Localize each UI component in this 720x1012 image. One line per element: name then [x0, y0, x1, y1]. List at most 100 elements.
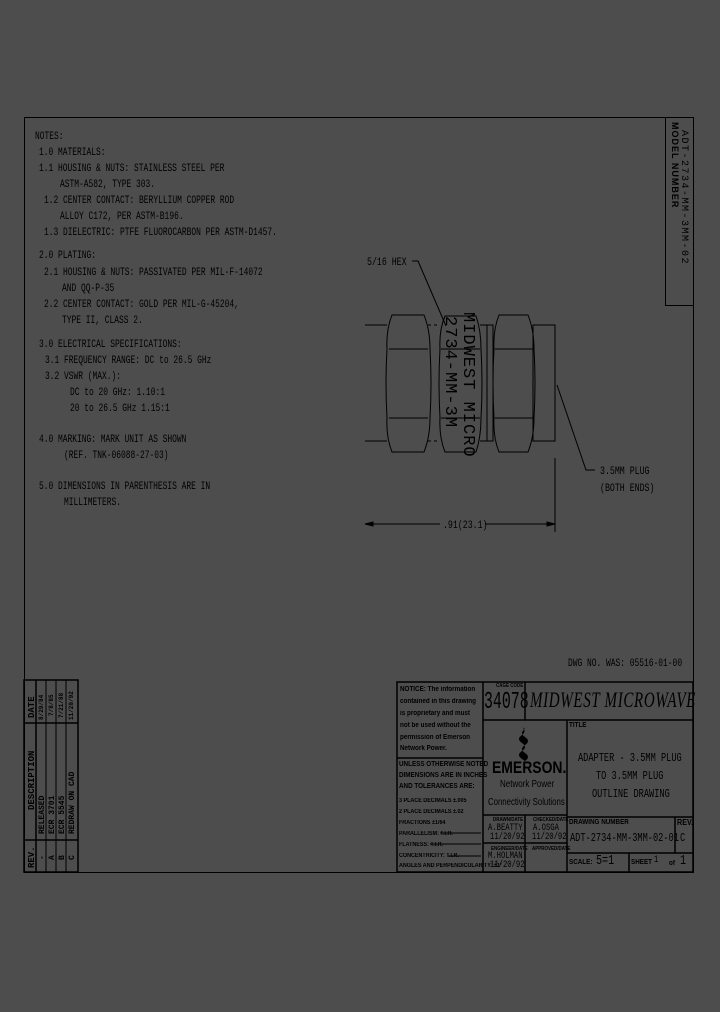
sheet-of-label: of	[669, 860, 675, 867]
logo-subtitle-network-power: Network Power	[500, 779, 555, 790]
title-line: ADAPTER - 3.5MM PLUG	[578, 751, 682, 765]
tolerance-line: 3 PLACE DECIMALS ±.005	[399, 798, 467, 804]
length-dimension: .91(23.1)	[443, 519, 488, 531]
note-line: MILLIMETERS.	[64, 497, 122, 509]
drawn-by: A.BEATTY	[488, 823, 523, 834]
sheet-label: SHEET	[631, 859, 653, 866]
rev-header: REV.	[27, 846, 37, 868]
note-line: 1.3 DIELECTRIC: PTFE FLUOROCARBON PER AS…	[44, 227, 277, 239]
cage-code: 34078	[484, 689, 529, 716]
scale-value: 5=1	[596, 853, 615, 869]
sheet-total: 1	[680, 853, 687, 869]
drawn-date: 11/20/92	[490, 832, 525, 843]
right-body	[532, 324, 556, 442]
note-line: (REF. TNK-06088-27-03)	[64, 450, 169, 462]
tolerance-line: FRACTIONS ±1/64	[399, 820, 446, 826]
dwg-previous-number: DWG NO. WAS: 05516-01-00	[568, 658, 683, 670]
revision-block	[23, 679, 79, 873]
sheet-value: 1	[654, 855, 659, 866]
marking-line-1: MIDWEST MICRO	[458, 312, 477, 458]
emerson-logo-text: EMERSON.	[492, 758, 567, 777]
description-cell: REDRAW ON CAD	[68, 771, 77, 834]
rev-value: C	[680, 831, 686, 845]
scale-label: SCALE:	[569, 859, 593, 866]
checked-by: A.OSGA	[533, 823, 559, 834]
note-line: 1.1 HOUSING & NUTS: STAINLESS STEEL PER	[39, 163, 225, 175]
note-line: 1.2 CENTER CONTACT: BERYLLIUM COPPER ROD	[44, 195, 235, 207]
note-line: ALLOY C172, PER ASTM-B196.	[60, 211, 184, 223]
notice-line: contained in this drawing	[400, 698, 476, 705]
notice-line: is proprietary and must	[400, 710, 471, 717]
logo-subtitle-connectivity: Connectivity Solutions	[488, 797, 565, 808]
note-line: 1.0 MATERIALS:	[39, 147, 106, 159]
note-line: 3.0 ELECTRICAL SPECIFICATIONS:	[39, 339, 182, 351]
note-line: 2.2 CENTER CONTACT: GOLD PER MIL-G-45204…	[44, 299, 239, 311]
left-hex-nut	[385, 314, 432, 453]
date-cell: 8/29/84	[38, 694, 45, 720]
note-line: 5.0 DIMENSIONS IN PARENTHESIS ARE IN	[39, 481, 211, 493]
notice-line: permission of Emerson	[400, 734, 471, 741]
center-hex-body	[438, 315, 483, 453]
notice-line: Network Power.	[400, 745, 447, 752]
drawn-label: DRAWN/DATE	[493, 817, 524, 823]
date-cell: 11/20/92	[68, 691, 75, 720]
hex-label: 5/16 HEX	[367, 256, 407, 268]
rev-cell: C	[68, 855, 77, 860]
tolerance-line: ANGLES AND PERPENDICULARITY: ±1°	[399, 863, 502, 869]
plug-label-ends: (BOTH ENDS)	[600, 482, 654, 494]
date-header: DATE	[27, 696, 37, 718]
rev-label: REV.	[677, 818, 694, 827]
tolerance-line: PARALLELISM: T.I.R.	[399, 831, 453, 837]
drawing-number: ADT-2734-MM-3MM-02-01	[570, 831, 679, 845]
title-line: OUTLINE DRAWING	[592, 787, 670, 801]
flange-plate	[486, 324, 494, 442]
adapter-outline	[364, 260, 595, 532]
tolerance-line: FLATNESS: T.I.R.	[399, 842, 444, 848]
drawing-number-label: DRAWING NUMBER	[569, 819, 629, 826]
note-line: AND QQ-P-35	[62, 283, 115, 295]
note-line: ASTM-A582, TYPE 303.	[60, 179, 156, 191]
model-number-label: MODEL NUMBER	[670, 122, 680, 208]
engineer-date: 11/20/92	[490, 860, 525, 871]
engineer-by: M.HOLMAN	[488, 851, 523, 862]
description-cell: ECR 3701	[48, 795, 57, 834]
tolerance-line: UNLESS OTHERWISE NOTED	[399, 761, 489, 768]
model-number-value: ADT-2734-MM-3MM-02	[678, 130, 689, 265]
checked-label: CHECKED/DATE	[533, 817, 569, 823]
note-line: DC to 20 GHz: 1.10:1	[70, 387, 166, 399]
rev-cell: -	[38, 855, 47, 860]
tolerance-line: 2 PLACE DECIMALS ±.02	[399, 809, 464, 815]
title-line: TO 3.5MM PLUG	[596, 769, 664, 783]
notice-line: NOTICE: The information	[400, 686, 476, 693]
rev-cell: B	[58, 855, 67, 860]
note-line: 2.1 HOUSING & NUTS: PASSIVATED PER MIL-F…	[44, 267, 263, 279]
checked-date: 11/20/92	[532, 832, 567, 843]
cage-code-label: CAGE CODE	[496, 683, 524, 689]
description-cell: ECR 5545	[58, 795, 67, 834]
note-line: 3.1 FREQUENCY RANGE: DC to 26.5 GHz	[45, 355, 212, 367]
plug-label: 3.5MM PLUG	[600, 465, 650, 477]
note-line: 3.2 VSWR (MAX.):	[45, 371, 122, 383]
description-header: DESCRIPTION	[27, 751, 37, 810]
date-cell: 7/8/85	[48, 694, 55, 716]
company-name: MIDWEST MICROWAVE	[530, 687, 697, 712]
tolerance-line: DIMENSIONS ARE IN INCHES	[399, 772, 488, 779]
right-hex-nut	[492, 314, 536, 453]
hex-leader	[412, 260, 447, 327]
note-line: 2.0 PLATING:	[39, 250, 97, 262]
note-line: 4.0 MARKING: MARK UNIT AS SHOWN	[39, 434, 187, 446]
approved-label: APPROVED/DATE	[532, 846, 571, 852]
rev-cell: A	[48, 855, 57, 860]
model-number-box	[665, 117, 694, 306]
title-block-grid	[396, 681, 694, 873]
notes-heading: NOTES:	[35, 131, 64, 143]
engineer-label: ENGINEER/DATE	[491, 846, 528, 852]
title-label: TITLE	[569, 722, 587, 729]
tolerance-line: AND TOLERANCES ARE:	[399, 783, 475, 790]
plug-leader	[556, 384, 595, 471]
marking-line-2: 2734-MM-3M	[440, 316, 459, 428]
date-cell: 7/21/88	[58, 692, 65, 718]
emerson-logo-mark	[519, 727, 528, 761]
note-line: TYPE II, CLASS 2.	[62, 315, 143, 327]
